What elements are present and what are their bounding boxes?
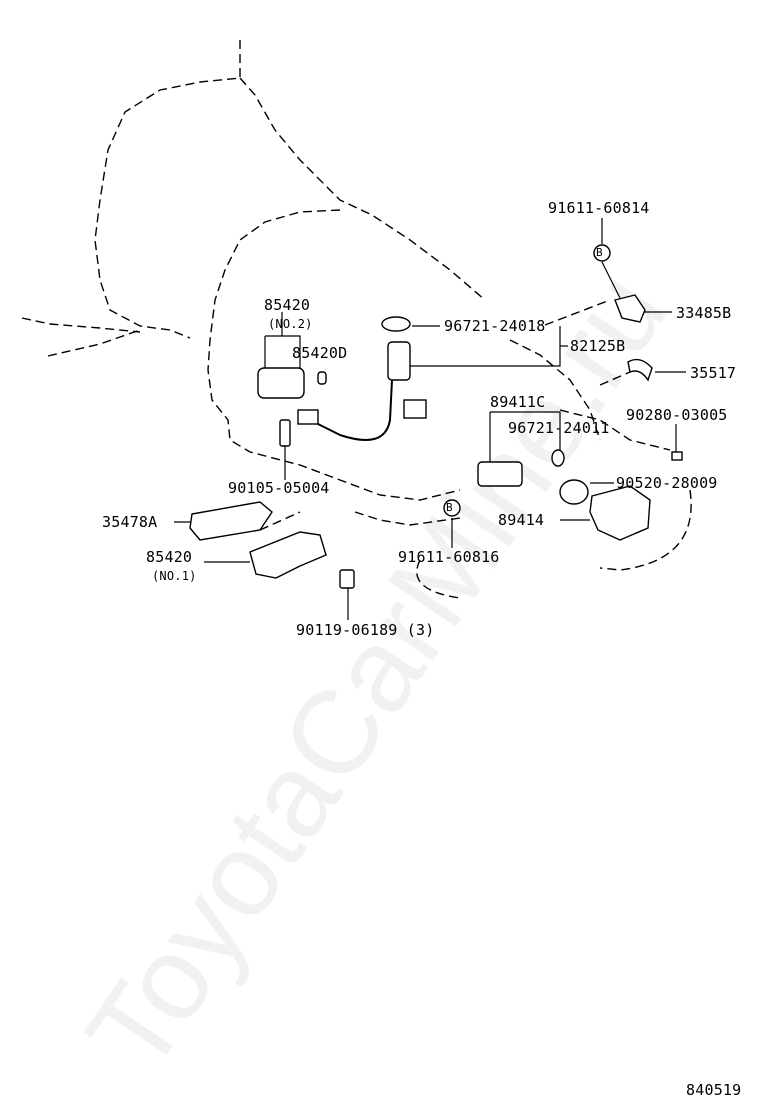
diagram-number: 840519 [686,1081,742,1099]
sensor-89411C-icon [477,461,523,487]
pin-90280-icon [671,451,683,461]
label-35478A: 35478A [102,513,158,531]
transmission-left-bottom [47,329,141,357]
label-85420-no2: 85420 [264,296,311,314]
label-82125B: 82125B [570,337,626,355]
sensor-89414-icon [589,485,651,541]
bolt-90119-icon [339,569,355,589]
label-85420-no2-note: (NO.2) [268,317,313,331]
label-33485B: 33485B [676,304,732,322]
marker-b1-circle [593,244,611,262]
clamp-35517-icon [627,358,653,382]
transmission-outline-outer [94,40,241,339]
label-90105-05004: 90105-05004 [228,479,330,497]
sensor-82125B-icon [387,341,411,381]
marker-b2-circle [443,499,461,517]
transmission-lower-edge [354,511,461,526]
solenoid1-dash [259,511,301,531]
pin-85420D-icon [317,371,327,385]
label-89414: 89414 [498,511,545,529]
label-85420-no1: 85420 [146,548,193,566]
bracket-33485B-icon [614,294,646,323]
label-85420D: 85420D [292,344,348,362]
gasket-35478A-icon [189,501,273,541]
solenoid-no1-icon [249,531,327,579]
seal-96721-24011-icon [551,449,565,467]
label-90119-06189: 90119-06189 (3) [296,621,435,639]
marker-b1-label: B [596,246,603,259]
label-85420-no1-note: (NO.1) [152,569,197,583]
connector2-icon [403,399,427,419]
label-90280-03005: 90280-03005 [626,406,728,424]
right-dash [599,371,631,386]
solenoid-no2-icon [257,367,305,399]
transmission-left-edge [21,317,141,333]
right-arc [509,339,601,441]
marker-b2-label: B [446,501,453,514]
label-96721-24018: 96721-24018 [444,317,546,335]
bolt-90105-icon [279,419,291,447]
connector-icon [297,409,319,425]
label-91611-60814: 91611-60814 [548,199,650,217]
label-91611-60816: 91611-60816 [398,548,500,566]
o-ring-90520-icon [559,479,589,505]
label-96721-24011: 96721-24011 [508,419,610,437]
bracket-dash [544,299,611,326]
arc-89414 [599,489,692,571]
label-35517: 35517 [690,364,737,382]
o-ring-96721-24018-icon [381,316,411,332]
arc-sensor-lower [416,559,461,599]
wiring-harness [309,379,393,441]
transmission-outline-top [239,77,486,301]
transmission-outline-inner [207,209,461,501]
label-90520-28009: 90520-28009 [616,474,718,492]
sensor-dash [559,409,671,451]
label-89411C: 89411C [490,393,546,411]
